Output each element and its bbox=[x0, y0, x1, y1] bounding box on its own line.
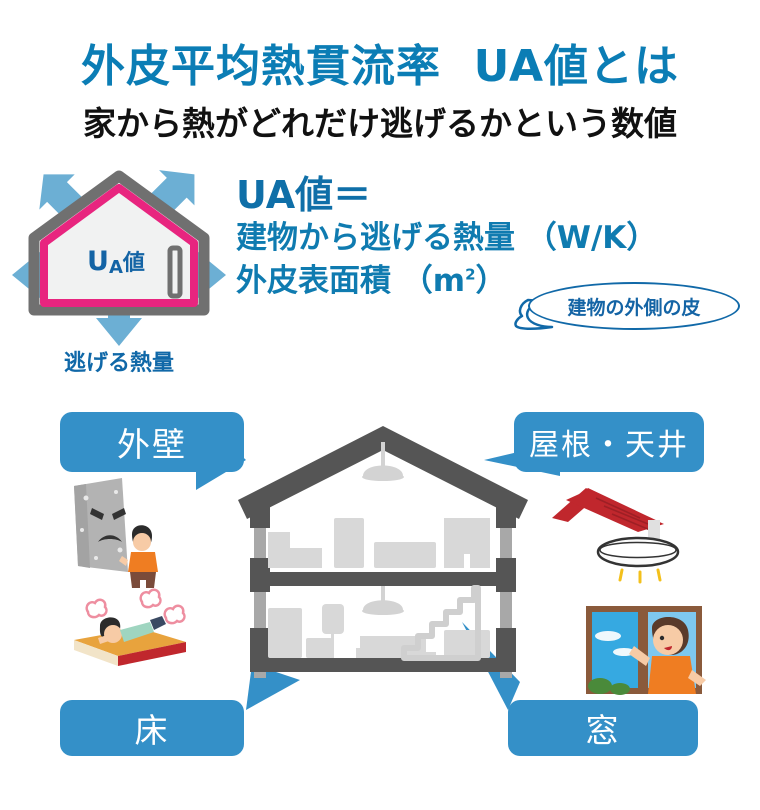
label-exterior-wall-text: 外壁 bbox=[117, 425, 187, 464]
red-roof-tiles bbox=[595, 497, 651, 531]
formula-denominator-text: 外皮表面積 （m bbox=[236, 262, 466, 299]
furniture-upper bbox=[268, 518, 490, 568]
floor-mat-side bbox=[74, 640, 118, 666]
house-door bbox=[167, 245, 183, 299]
page-subtitle: 家から熱がどれだけ逃げるかという数値 bbox=[83, 104, 677, 143]
label-floor-text: 床 bbox=[134, 711, 170, 750]
window-mullion bbox=[638, 606, 648, 694]
floor-mat-side2 bbox=[118, 642, 186, 666]
person-touching-wall bbox=[119, 525, 158, 588]
arrow-down bbox=[96, 290, 142, 346]
ua-formula: UA値＝ 建物から逃げる熱量 （W/K） 外皮表面積 （m2） bbox=[236, 173, 756, 303]
callout-text: 建物の外側の皮 bbox=[567, 296, 701, 319]
ceiling-light-mount bbox=[648, 520, 660, 542]
callout-oval-shape bbox=[528, 282, 740, 330]
label-roof-ceiling-text: 屋根・天井 bbox=[529, 428, 689, 463]
house-wall-right-post-lower bbox=[496, 628, 516, 662]
red-roof-illustration bbox=[552, 488, 664, 532]
ua-house-icon: UA値 bbox=[8, 160, 230, 350]
staircase bbox=[401, 585, 481, 661]
pendant-light-upper bbox=[362, 442, 404, 481]
house-cross-section bbox=[238, 426, 528, 678]
house-wall-left-post-lower bbox=[250, 628, 270, 662]
ceiling-light-illustration bbox=[596, 520, 680, 584]
window-bushes bbox=[588, 678, 630, 695]
label-floor[interactable]: 床 bbox=[60, 700, 244, 756]
house-mid-floor bbox=[250, 572, 516, 586]
formula-denominator-close: ） bbox=[475, 262, 507, 299]
formula-numerator: 建物から逃げる熱量 （W/K） bbox=[236, 219, 658, 256]
building-envelope-diagram bbox=[0, 390, 760, 810]
cold-wall-illustration bbox=[74, 478, 158, 588]
formula-lhs: UA値＝ bbox=[236, 173, 372, 217]
label-roof-ceiling[interactable]: 屋根・天井 bbox=[514, 412, 704, 472]
window-illustration bbox=[586, 606, 706, 695]
warm-floor-illustration bbox=[74, 588, 186, 666]
person-opening-window bbox=[629, 617, 706, 694]
house-outer-shell bbox=[28, 170, 210, 316]
ceiling-light-rays bbox=[618, 568, 662, 584]
cold-wall-face bbox=[90, 508, 126, 542]
label-window-text: 窓 bbox=[585, 711, 621, 750]
page-title: 外皮平均熱貫流率 UA値とは bbox=[80, 41, 680, 92]
house-wall-right-post-upper bbox=[496, 500, 516, 528]
house-wall-left-post-upper bbox=[250, 500, 270, 528]
house-inner-outline bbox=[40, 184, 198, 307]
skin-definition-callout: 建物の外側の皮 bbox=[508, 282, 740, 334]
label-exterior-wall[interactable]: 外壁 bbox=[60, 412, 244, 472]
heat-escape-caption: 逃げる熱量 bbox=[63, 351, 174, 376]
callout-tail-icon bbox=[514, 298, 554, 330]
pendant-light-lower bbox=[362, 586, 404, 615]
formula-denominator-sup: 2 bbox=[465, 265, 476, 284]
heat-puffs bbox=[85, 588, 186, 625]
ceiling-light-body bbox=[599, 541, 677, 559]
cold-wall-sparkles bbox=[80, 490, 123, 560]
cold-wall-panel-edge bbox=[74, 484, 90, 568]
label-window[interactable]: 窓 bbox=[508, 700, 698, 756]
house-ground-floor bbox=[250, 658, 516, 672]
formula-denominator: 外皮表面積 （m2） bbox=[236, 261, 756, 303]
person-lying-on-floor bbox=[98, 616, 166, 644]
